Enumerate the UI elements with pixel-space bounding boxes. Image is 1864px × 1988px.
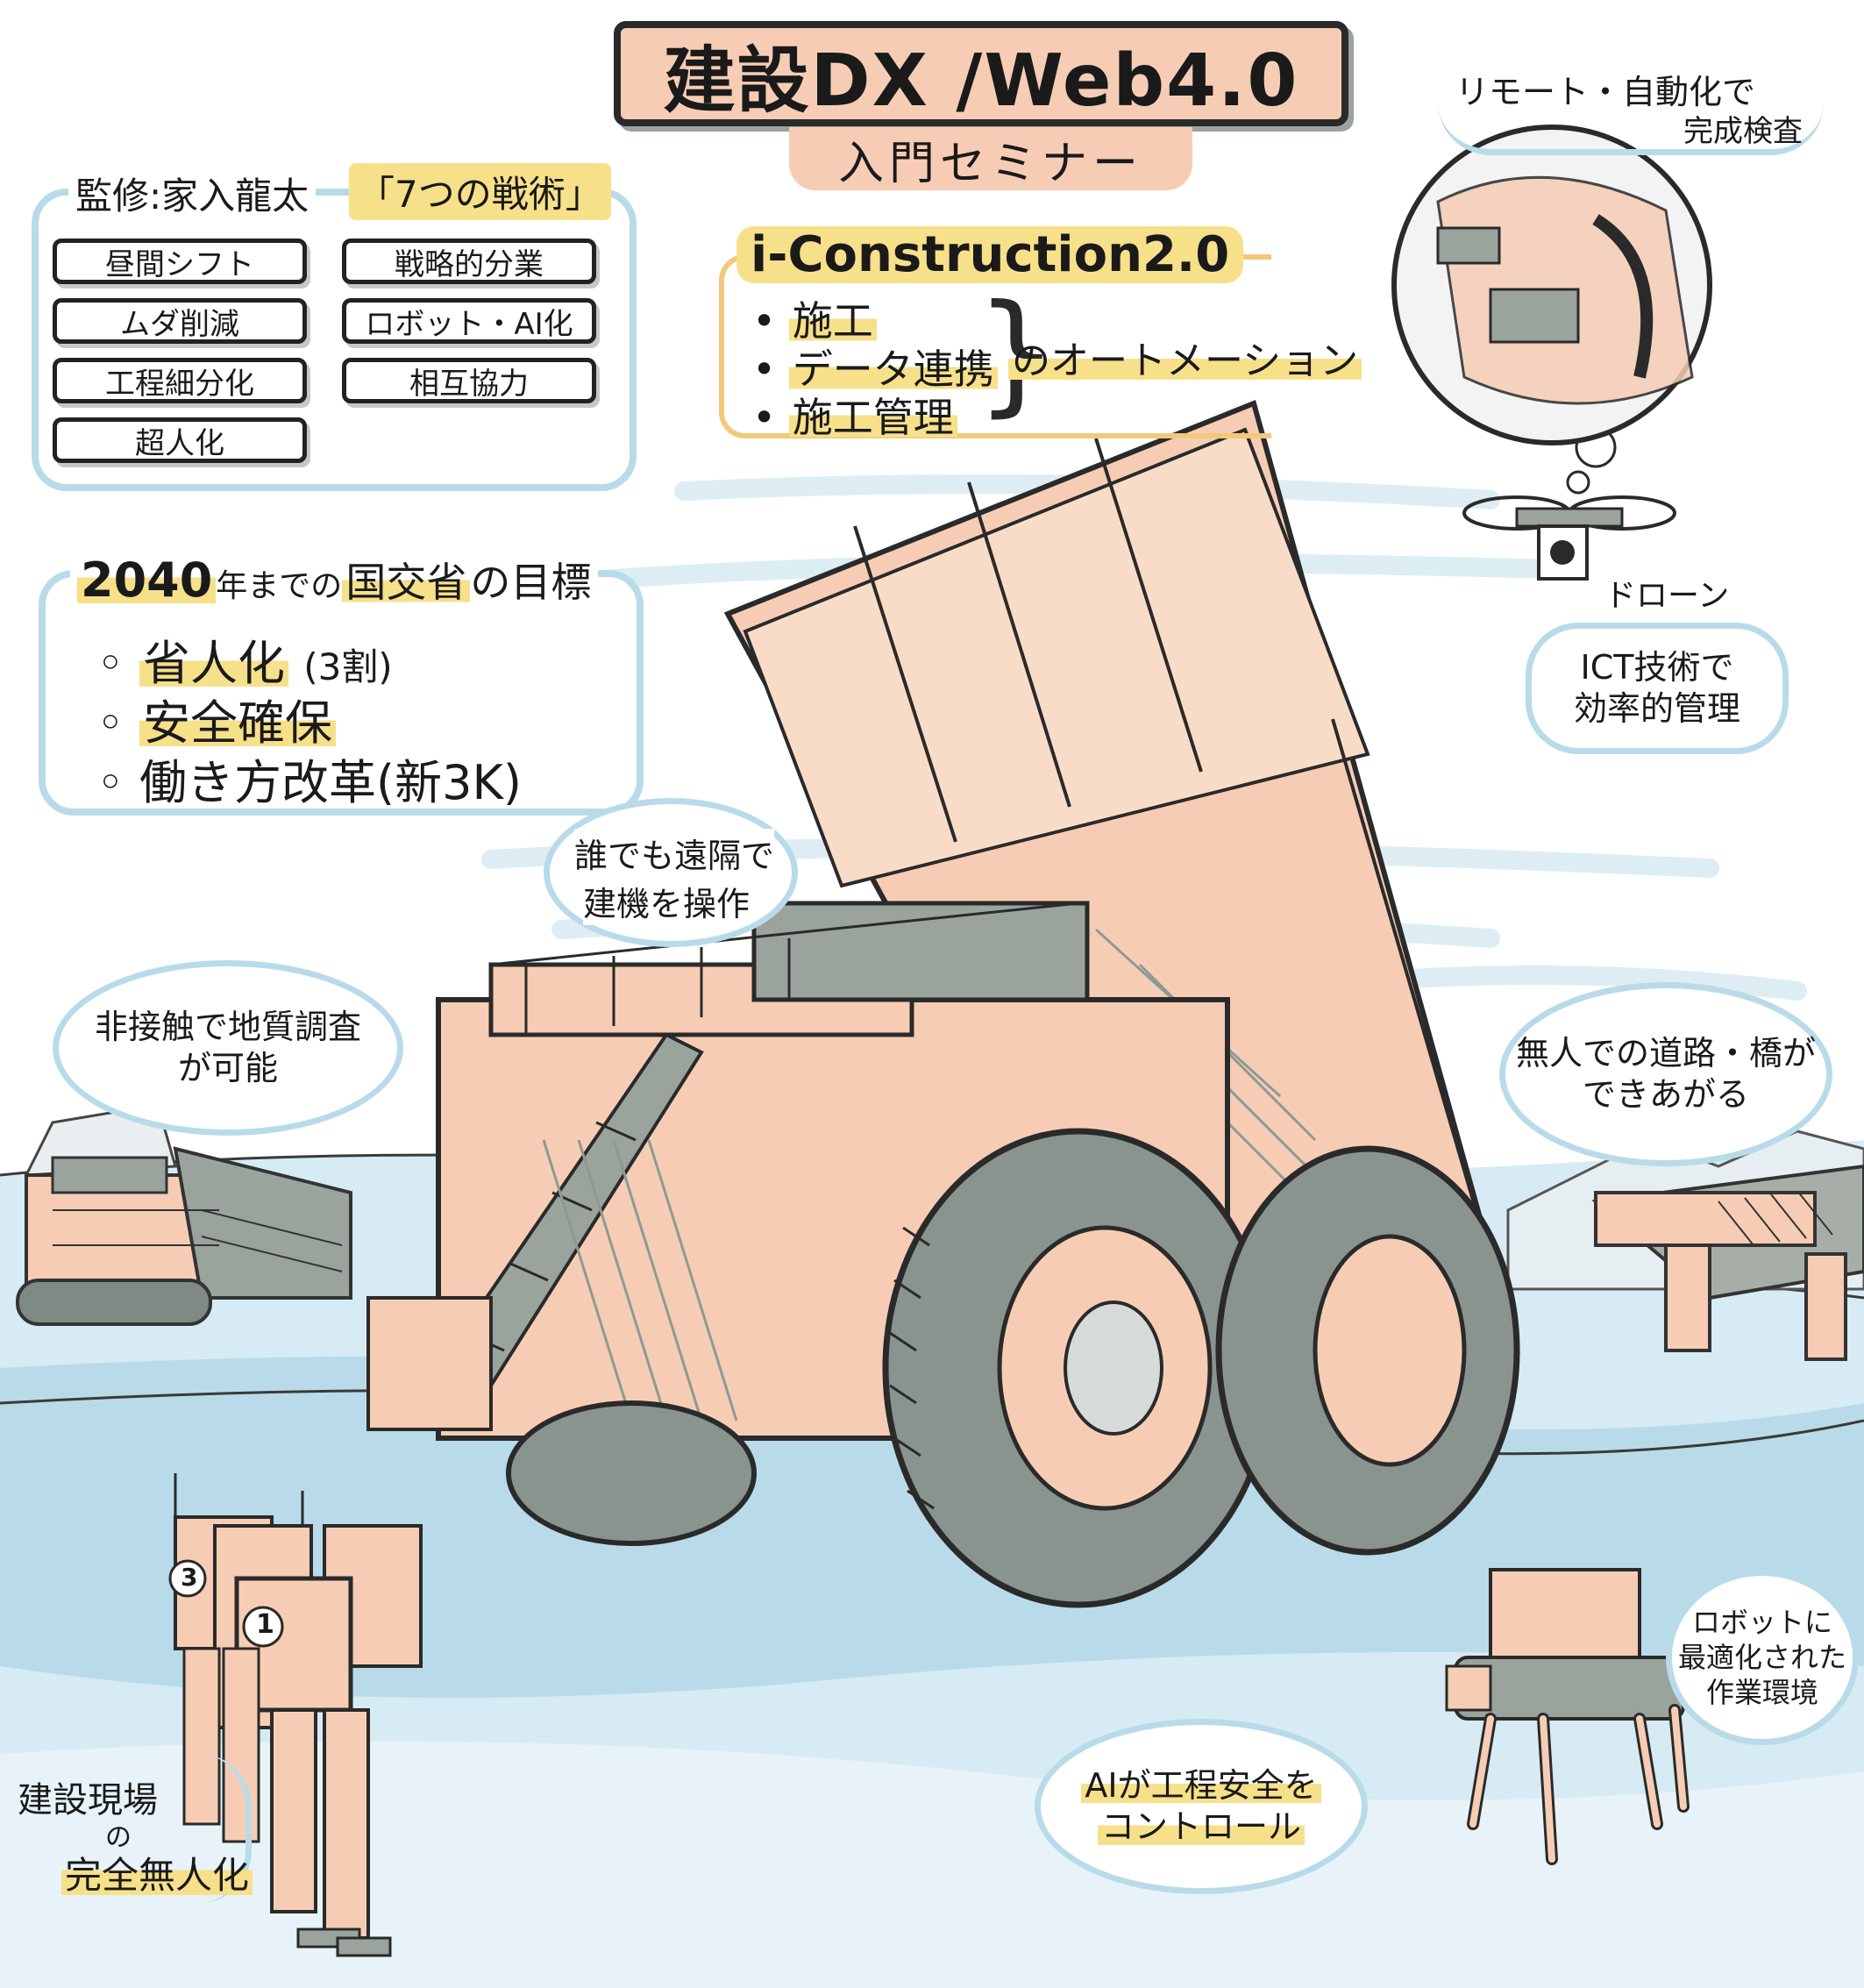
remote-inspection-callout: リモート・自動化で 完成検査 bbox=[1438, 53, 1824, 155]
callout-line: 作業環境 bbox=[1705, 1676, 1818, 1709]
callout-line: 建設現場 bbox=[18, 1780, 158, 1821]
remote-operation-line-1: 誰でも遠隔で bbox=[574, 829, 775, 877]
bullet-text: 施工 bbox=[788, 297, 877, 345]
goal-item-1: ◦ 省人化 (3割) bbox=[96, 636, 393, 691]
goal-item-2: ◦ 安全確保 bbox=[96, 684, 337, 753]
callout-line: 無人での道路・橋が bbox=[1515, 1033, 1816, 1072]
title-main: 建設DX /Web4.0 bbox=[663, 39, 1299, 123]
tactic-label: 工程細分化 bbox=[105, 366, 254, 402]
tactic-label: 戦略的分業 bbox=[395, 246, 544, 282]
callout-line: リモート・自動化で bbox=[1455, 73, 1756, 111]
callout-line: ロボットに bbox=[1691, 1606, 1832, 1639]
callout-line: ICT技術で bbox=[1580, 647, 1734, 687]
goals-mid: 年までの bbox=[216, 568, 343, 604]
tactic-label: 相互協力 bbox=[409, 366, 529, 402]
goals-panel bbox=[39, 570, 644, 816]
robot-env-callout: ロボットに 最適化された 作業環境 bbox=[1666, 1570, 1859, 1745]
goals-end: の目標 bbox=[470, 559, 592, 606]
bullet-text: データ連携 bbox=[788, 346, 998, 393]
suffix-text: のオートメーション bbox=[1008, 338, 1362, 383]
goal-note: (3割) bbox=[303, 645, 393, 688]
tactic-tag-7: 超人化 bbox=[53, 417, 307, 463]
bullet-text: 施工管理 bbox=[788, 394, 957, 441]
goal-item-3: ◦ 働き方改革(新3K) bbox=[96, 755, 522, 810]
tactic-tag-5: 工程細分化 bbox=[53, 358, 307, 403]
goals-org: 国交省 bbox=[342, 559, 471, 606]
tactic-label: 超人化 bbox=[135, 425, 224, 461]
callout-line: が可能 bbox=[177, 1049, 278, 1087]
title-plate: 建設DX /Web4.0 bbox=[614, 21, 1348, 126]
callout-line: 最適化された bbox=[1677, 1641, 1846, 1674]
iconstruction-suffix: のオートメーション bbox=[1008, 329, 1362, 385]
callout-line: 効率的管理 bbox=[1573, 689, 1740, 728]
bridge-drawing bbox=[1591, 1164, 1864, 1361]
remote-operation-line-2: 建機を操作 bbox=[583, 877, 751, 925]
iconstruction-bullet-3: • 施工管理 bbox=[752, 386, 957, 444]
unmanned-bridge-callout: 無人での道路・橋が できあがる bbox=[1499, 982, 1832, 1166]
drone-drawing bbox=[1462, 426, 1676, 581]
goals-year: 2040 bbox=[77, 552, 217, 608]
callout-line: 非接触で地質調査 bbox=[94, 1007, 361, 1046]
dump-truck-drawing bbox=[366, 399, 1520, 1608]
robot-dog-drawing bbox=[1445, 1568, 1690, 1865]
supervisor-label: 監修:家入龍太 bbox=[68, 167, 317, 220]
tactic-label: ロボット・AI化 bbox=[365, 306, 573, 342]
goal-text: 安全確保 bbox=[139, 695, 337, 751]
iconstruction-bullet-2: • データ連携 bbox=[752, 338, 998, 395]
ict-callout: ICT技術で 効率的管理 bbox=[1526, 623, 1789, 754]
bulldozer-drawing bbox=[16, 1103, 352, 1326]
tactic-tag-2: 戦略的分業 bbox=[342, 239, 596, 284]
callout-line: できあがる bbox=[1582, 1075, 1749, 1114]
inspection-globe-drawing bbox=[1391, 125, 1712, 445]
tactic-tag-4: ロボット・AI化 bbox=[342, 298, 596, 344]
title-sub: 入門セミナー bbox=[837, 137, 1143, 190]
callout-line: コントロール bbox=[1097, 1806, 1305, 1849]
callout-line: AIが工程安全を bbox=[1081, 1764, 1321, 1806]
goal-text: 働き方改革(新3K) bbox=[139, 755, 522, 810]
tactic-tag-1: 昼間シフト bbox=[53, 239, 307, 284]
iconstruction-bullet-1: • 施工 bbox=[752, 289, 877, 347]
robot-number-back: 3 bbox=[181, 1563, 198, 1592]
tactics-heading-text: 「7つの戦術」 bbox=[358, 173, 602, 216]
callout-line: 完全無人化 bbox=[61, 1846, 253, 1899]
survey-callout: 非接触で地質調査 が可能 bbox=[53, 960, 403, 1136]
tactic-label: 昼間シフト bbox=[105, 246, 254, 282]
truck-wheels bbox=[506, 1128, 1520, 1608]
tactics-heading: 「7つの戦術」 bbox=[349, 163, 611, 220]
ground-light bbox=[0, 1741, 1864, 1988]
callout-line: 完成検査 bbox=[1683, 114, 1803, 149]
goal-text: 省人化 bbox=[139, 636, 289, 691]
robot-number-front: 1 bbox=[256, 1609, 274, 1640]
site-unmanned-callout: 建設現場 の 完全無人化 bbox=[9, 1754, 253, 1903]
drone-label: ドローン bbox=[1604, 578, 1730, 614]
tactic-tag-6: 相互協力 bbox=[342, 358, 596, 403]
tactic-label: ムダ削減 bbox=[120, 306, 239, 342]
iconstruction-heading: i-Construction2.0 bbox=[736, 226, 1244, 283]
tactic-tag-3: ムダ削減 bbox=[53, 298, 307, 344]
title-sub-plate: 入門セミナー bbox=[789, 127, 1192, 190]
ai-control-callout: AIが工程安全を コントロール bbox=[1035, 1719, 1368, 1894]
